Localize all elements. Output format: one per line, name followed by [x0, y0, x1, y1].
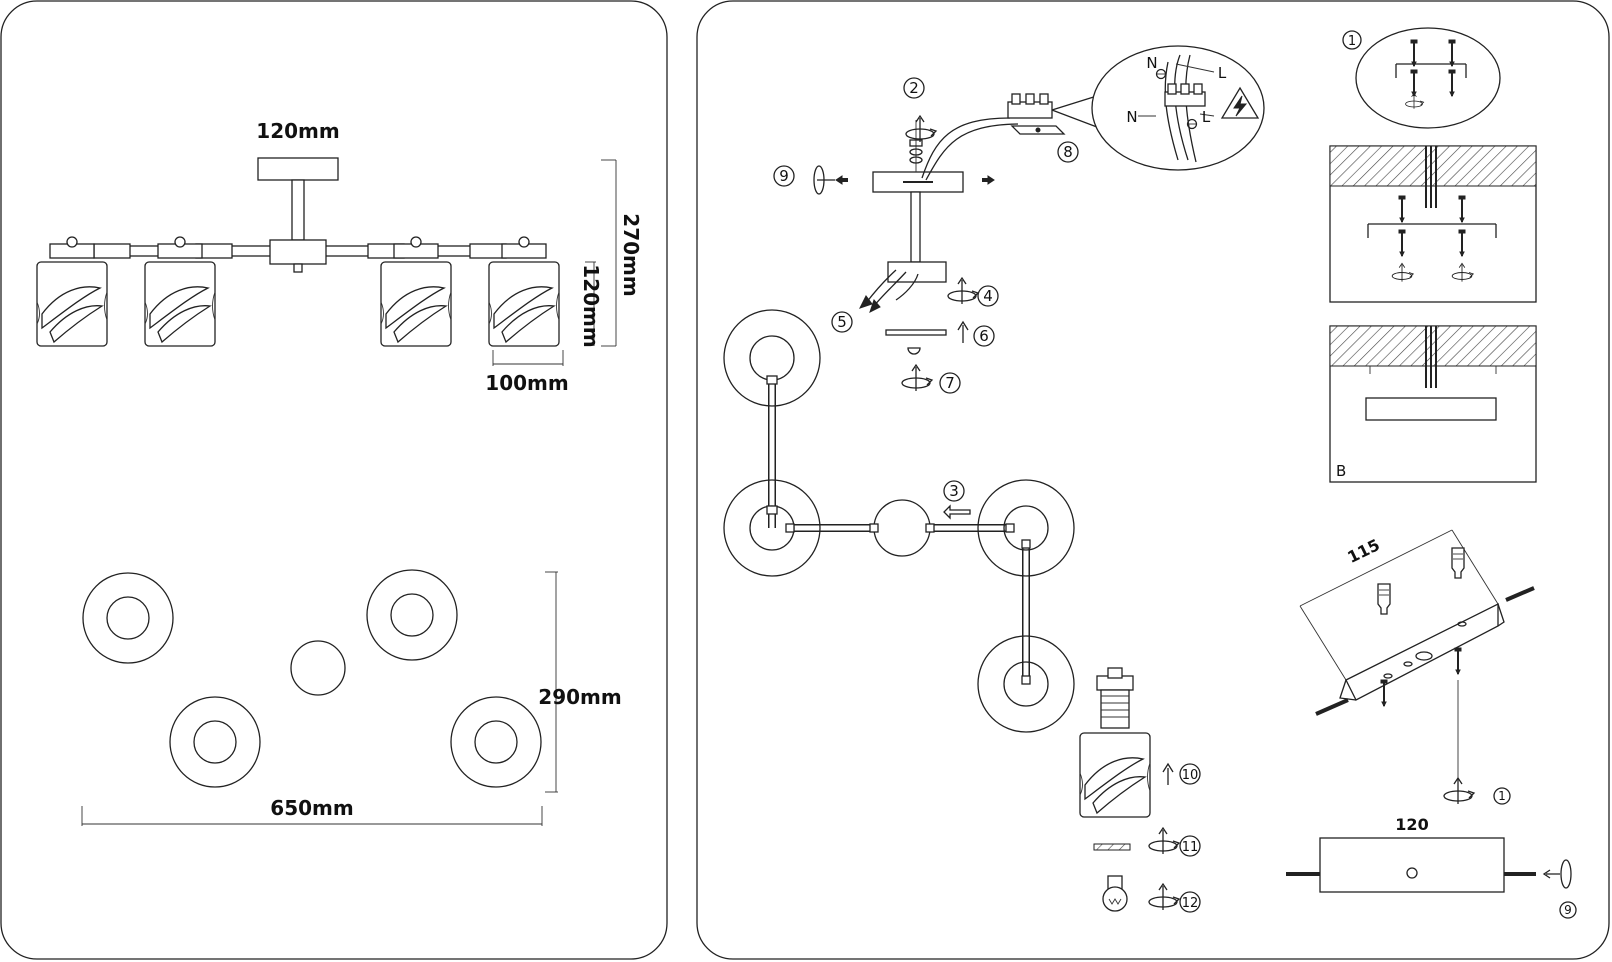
step-10: 10: [1182, 768, 1199, 783]
shade-2: [144, 261, 216, 347]
shade-height-label: 120mm: [579, 264, 603, 347]
shade-part: [1079, 732, 1151, 818]
bulb-icon: [1102, 875, 1128, 912]
step-4: 4: [983, 287, 993, 305]
ref-step-1: 1: [1498, 789, 1506, 803]
electric-hazard-icon: [1220, 86, 1260, 119]
shade-4: [488, 261, 560, 347]
live-label-bottom: L: [1202, 108, 1211, 126]
bracket-span-label: 115: [1344, 535, 1382, 567]
shade-3: [380, 261, 452, 347]
canopy-width-label: 120mm: [256, 119, 339, 143]
shade-width-label: 100mm: [485, 371, 568, 395]
total-height-label: 270mm: [619, 213, 643, 296]
step-2: 2: [909, 79, 919, 97]
step-6: 6: [979, 327, 989, 345]
step-11: 11: [1182, 840, 1199, 855]
ground-icon: [1155, 68, 1198, 130]
step-1: 1: [1348, 34, 1356, 49]
step-12: 12: [1182, 896, 1199, 911]
step-9: 9: [779, 167, 789, 185]
left-panel-frame: [0, 0, 668, 960]
side-view-drawing: [36, 157, 617, 366]
live-label-top: L: [1218, 64, 1227, 82]
step-5: 5: [837, 313, 847, 331]
step-labels: 2 8 9 4 5 6 7 3 10 11 12 1 1 9: [773, 30, 1577, 919]
top-view-drawing: [81, 569, 558, 826]
step-8: 8: [1063, 143, 1073, 161]
ref-step-9: 9: [1564, 903, 1572, 917]
plate-width-label: 120: [1395, 815, 1428, 834]
neutral-label-bottom: N: [1126, 108, 1137, 126]
neutral-label-top: N: [1146, 54, 1157, 72]
assembly-diagram: [723, 27, 1572, 912]
depth-label: 290mm: [538, 685, 621, 709]
shade-1: [36, 261, 108, 347]
length-label: 650mm: [270, 796, 353, 820]
right-panel-frame: [696, 0, 1610, 960]
step-3: 3: [949, 482, 959, 500]
step-7: 7: [945, 374, 955, 392]
detail-b-label: B: [1336, 462, 1346, 480]
